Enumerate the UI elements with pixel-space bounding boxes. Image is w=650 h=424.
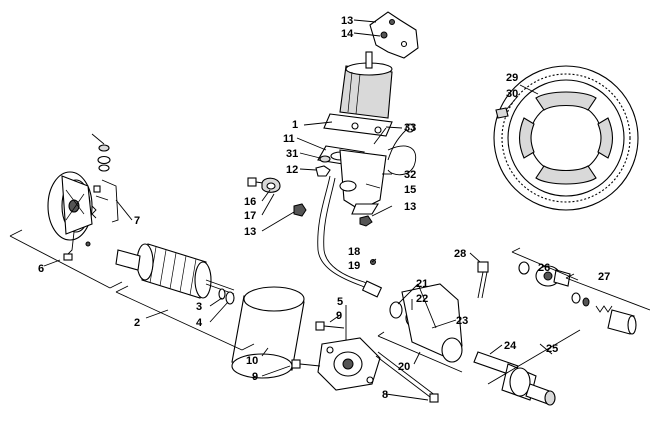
screw-30 [495,107,509,119]
group-bracket-6 [9,229,123,289]
callout-18: 18 [348,246,360,258]
group-bracket-27 [565,273,650,311]
callout-1: 1 [292,119,298,131]
bolt-28 [477,261,489,299]
callout-16: 16 [244,196,256,208]
washer-3 [218,288,226,300]
spring-ring [518,261,530,275]
callout-19: 19 [348,260,360,272]
ring-gear [493,65,639,211]
brush-lead [63,231,91,261]
leader-lines [91,19,539,377]
cable-clamp-17 [261,177,281,193]
callout-13-left: 13 [244,226,256,238]
terminal-nuts [97,144,111,172]
callout-17: 17 [244,210,256,222]
starter-mount-housing [339,149,387,227]
nut-12 [315,165,331,177]
callout-9-upper: 9 [336,310,342,322]
callout-11: 11 [283,133,295,145]
callout-31: 31 [286,148,298,160]
callout-30: 30 [506,88,518,100]
callout-12: 12 [286,164,298,176]
starter-solenoid [323,51,393,137]
callout-15: 15 [404,184,416,196]
drive-end-cover [317,337,381,391]
callout-2: 2 [134,317,140,329]
callout-32: 32 [404,169,416,181]
callout-13-top: 13 [341,15,353,27]
group-bracket-20 [377,331,463,373]
washer-4 [225,291,235,305]
callout-9-lower: 9 [252,371,258,383]
through-bolt [375,351,439,403]
callout-6: 6 [38,263,44,275]
callout-3: 3 [196,301,202,313]
callout-29: 29 [506,72,518,84]
group-bracket-25 [487,329,581,385]
armature [115,243,235,299]
nut-13-left [293,203,307,217]
callout-28: 28 [454,248,466,260]
retainer-27 [571,292,637,335]
field-frame [231,286,305,379]
brush-spring [91,205,97,219]
group-bracket-26 [511,247,579,281]
callout-21: 21 [416,278,428,290]
callout-22: 22 [416,293,428,305]
solenoid-bracket [369,11,419,59]
callout-26: 26 [538,262,550,274]
callout-labels: 13 14 1 11 31 12 33 32 15 13 16 17 13 7 … [38,15,610,401]
brush-housing [47,171,93,241]
callout-5: 5 [337,296,343,308]
nut-31 [319,155,331,163]
drive-housing-23 [401,283,463,363]
callout-14: 14 [341,28,354,40]
group-bracket-2 [115,285,255,351]
battery-cable [317,175,383,298]
wire-lead [387,123,417,176]
callout-25: 25 [546,343,558,355]
callout-7: 7 [134,215,140,227]
drive-shaft [473,351,556,406]
callout-8: 8 [382,389,388,401]
callout-13-right: 13 [404,201,416,213]
terminal-bracket-7 [93,179,119,223]
callout-33: 33 [404,122,416,134]
bolt-9-lower [291,359,321,369]
callout-20: 20 [398,361,410,373]
callout-10: 10 [246,355,258,367]
callout-24: 24 [504,340,517,352]
bolt-9-upper [315,321,345,331]
washer-21 [389,301,403,319]
callout-27: 27 [598,271,610,283]
callout-4: 4 [196,317,203,329]
group-bracket-8 [385,393,429,401]
pinion-gear-26 [535,265,571,287]
callout-23: 23 [456,315,468,327]
